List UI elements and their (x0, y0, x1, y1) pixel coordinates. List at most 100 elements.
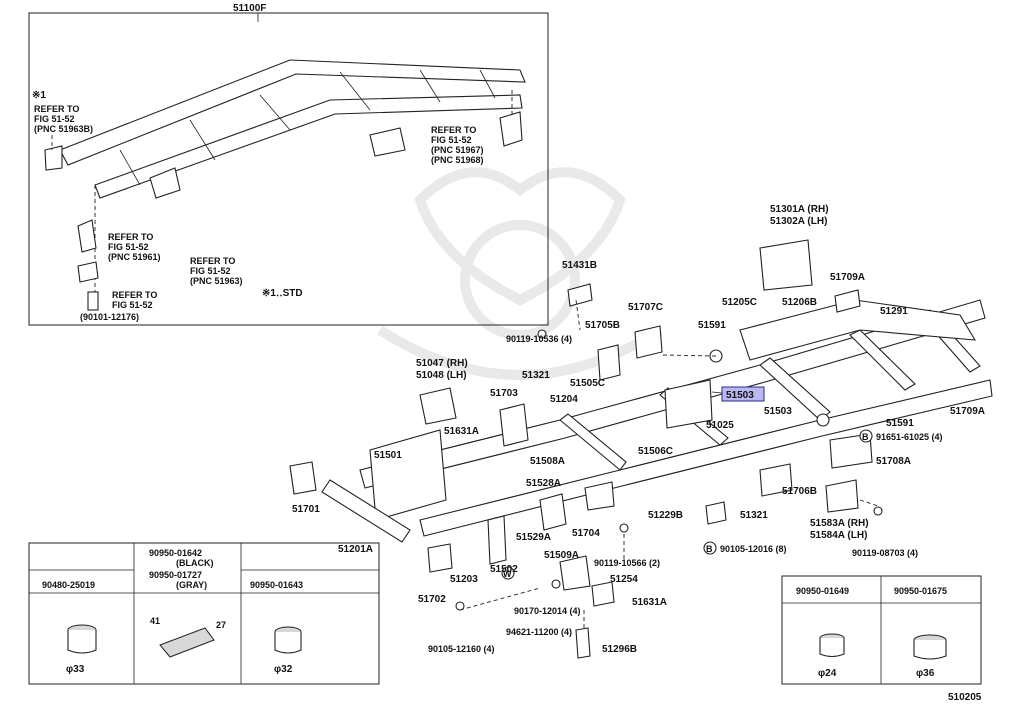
part-label[interactable]: 51025 (706, 420, 734, 431)
part-label[interactable]: 51206B (782, 297, 817, 308)
svg-text:B: B (862, 432, 869, 442)
part-label[interactable]: 51321 (740, 510, 768, 521)
part-label[interactable]: 51703 (490, 388, 518, 399)
sheet-number: 510205 (948, 692, 982, 703)
right-grommet-table: 90950-01649 90950-01675 φ24 φ36 (781, 575, 982, 685)
inset-note-bolt-2: FIG 51-52 (112, 300, 153, 310)
part-label[interactable]: 51302A (LH) (770, 216, 827, 227)
grommet-icon (913, 640, 947, 660)
marker-b-1: B (859, 429, 873, 443)
inset-frame-assembly: 51100F ※1 REFER TO FIG 51-52 (PNC 51963B… (28, 3, 549, 326)
watermark-crest (377, 167, 663, 380)
table-cell: (GRAY) (176, 580, 207, 590)
part-label[interactable]: 51201A (338, 544, 373, 555)
svg-text:B: B (706, 544, 713, 554)
plug-icon (159, 627, 215, 658)
inset-note-bolt-1: REFER TO (112, 290, 157, 300)
inset-note-right-4: (PNC 51968) (431, 155, 484, 165)
std-note: ※1‥STD (262, 288, 303, 299)
part-label[interactable]: 51204 (550, 394, 578, 405)
inset-note-right-1: REFER TO (431, 125, 476, 135)
inset-note-b2-3: (PNC 51963) (190, 276, 243, 286)
part-label[interactable]: 51701 (292, 504, 320, 515)
marker-b-2: B (703, 541, 717, 555)
bracket-51963-icon (77, 261, 99, 283)
part-label[interactable]: 51709A (950, 406, 985, 417)
part-label[interactable]: 51321 (522, 370, 550, 381)
inset-frame-drawing (44, 59, 526, 199)
part-label[interactable]: 51229B (648, 510, 683, 521)
part-label[interactable]: 51707C (628, 302, 663, 313)
svg-text:51503: 51503 (726, 390, 754, 401)
assembly-label: 51100F (233, 3, 266, 14)
inset-note-mark: ※1 (32, 90, 46, 101)
part-label[interactable]: 51254 (610, 574, 638, 585)
part-label[interactable]: 51584A (LH) (810, 530, 867, 541)
part-label[interactable]: 51205C (722, 297, 757, 308)
part-label[interactable]: 51705B (585, 320, 620, 331)
part-label[interactable]: 51591 (886, 418, 914, 429)
part-label[interactable]: 51591 (698, 320, 726, 331)
main-frame-drawing (289, 239, 993, 659)
grommet-icon (67, 630, 97, 654)
part-label[interactable]: 51301A (RH) (770, 204, 829, 215)
part-label[interactable]: 51708A (876, 456, 911, 467)
part-label[interactable]: 51706B (782, 486, 817, 497)
part-label[interactable]: 94621-11200 (4) (506, 627, 572, 637)
part-label[interactable]: 90170-12014 (4) (514, 606, 581, 616)
dimension-label: 27 (216, 620, 226, 630)
part-label[interactable]: 51047 (RH) (416, 358, 468, 369)
part-label[interactable]: 51505C (570, 378, 605, 389)
svg-text:W: W (503, 569, 512, 579)
part-label[interactable]: 51508A (530, 456, 565, 467)
dimension-label: 41 (150, 616, 160, 626)
inset-note-left-2: FIG 51-52 (34, 114, 75, 124)
part-label[interactable]: 51704 (572, 528, 600, 539)
part-label[interactable]: 51503 (764, 406, 792, 417)
dimension-label: φ32 (274, 664, 293, 675)
part-label[interactable]: 91651-61025 (4) (876, 432, 943, 442)
part-label[interactable]: 51431B (562, 260, 597, 271)
table-cell: 90950-01675 (894, 586, 947, 596)
part-label[interactable]: 51529A (516, 532, 551, 543)
part-label[interactable]: 51291 (880, 306, 908, 317)
grommet-icon (274, 632, 302, 654)
part-label[interactable]: 51709A (830, 272, 865, 283)
table-cell: 90950-01727 (149, 570, 202, 580)
dimension-label: φ24 (818, 668, 837, 679)
part-label[interactable]: 90119-10536 (4) (506, 334, 572, 344)
part-label[interactable]: 51509A (544, 550, 579, 561)
left-grommet-table: 90480-25019 90950-01642 (BLACK) 90950-01… (28, 542, 380, 685)
grommet-icon (819, 638, 845, 658)
table-cell: 90950-01643 (250, 580, 303, 590)
part-label[interactable]: 51583A (RH) (810, 518, 869, 529)
part-label[interactable]: 51631A (632, 597, 667, 608)
part-label[interactable]: 51702 (418, 594, 446, 605)
part-label[interactable]: 51501 (374, 450, 402, 461)
marker-w: W (501, 566, 515, 580)
part-label[interactable]: 90119-10566 (2) (594, 558, 660, 568)
inset-note-b1-2: FIG 51-52 (108, 242, 149, 252)
table-cell: (BLACK) (176, 558, 214, 568)
part-label[interactable]: 51048 (LH) (416, 370, 467, 381)
inset-note-right-2: FIG 51-52 (431, 135, 472, 145)
part-label[interactable]: 51631A (444, 426, 479, 437)
dimension-label: φ33 (66, 664, 85, 675)
inset-note-b2-1: REFER TO (190, 256, 235, 266)
part-label[interactable]: 51506C (638, 446, 673, 457)
part-label[interactable]: 51296B (602, 644, 637, 655)
table-cell: 90480-25019 (42, 580, 95, 590)
part-label[interactable]: 90119-08703 (4) (852, 548, 918, 558)
part-label[interactable]: 90105-12160 (4) (428, 644, 495, 654)
part-label[interactable]: 51203 (450, 574, 478, 585)
part-label[interactable]: 51528A (526, 478, 561, 489)
highlighted-part-51503[interactable]: 51503 (721, 386, 765, 402)
part-label[interactable]: 90105-12016 (8) (720, 544, 787, 554)
inset-note-left-1: REFER TO (34, 104, 79, 114)
inset-note-b2-2: FIG 51-52 (190, 266, 231, 276)
table-cell: 90950-01642 (149, 548, 202, 558)
part-label[interactable]: 51502 (490, 564, 518, 575)
dimension-label: φ36 (916, 668, 935, 679)
inset-note-b1-3: (PNC 51961) (108, 252, 161, 262)
